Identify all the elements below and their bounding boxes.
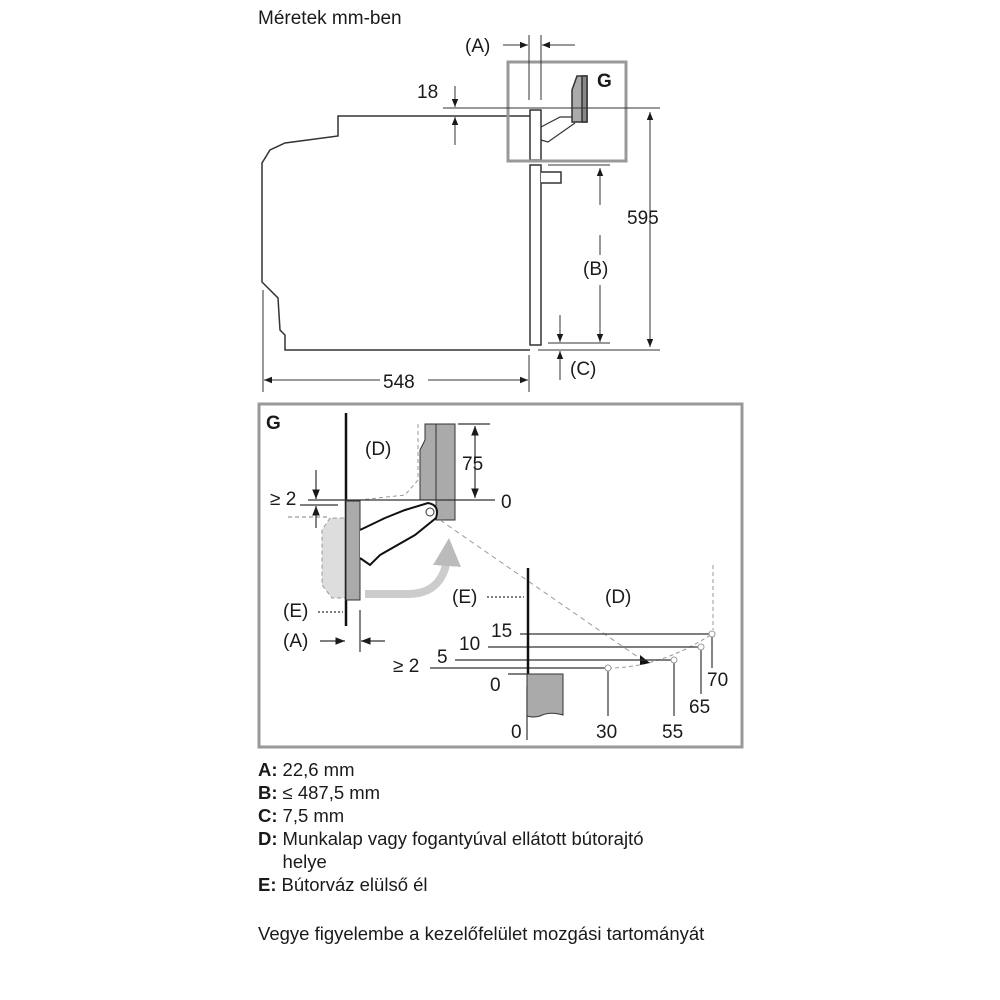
label-A-left: (A) — [283, 631, 308, 652]
dim-ge2-left: ≥ 2 — [270, 489, 296, 510]
label-B: (B) — [583, 259, 608, 280]
door-handle — [541, 171, 562, 184]
y-label-5: 5 — [437, 647, 448, 668]
dim-75: 75 — [462, 454, 483, 475]
x-label-0: 0 — [511, 722, 522, 743]
hinge-arm — [359, 501, 438, 567]
zero-top: 0 — [501, 492, 512, 513]
y-label-10: 10 — [459, 634, 480, 655]
legend-text: ≤ 487,5 mm — [282, 782, 381, 803]
y-label-15: 15 — [491, 621, 512, 642]
oven-side-view — [261, 75, 588, 351]
label-D-right: (D) — [605, 587, 631, 608]
label-C: (C) — [570, 359, 596, 380]
label-E-right: (E) — [452, 587, 477, 608]
legend-text: 22,6 mm — [282, 759, 355, 780]
legend-item: B:≤ 487,5 mm — [258, 781, 653, 804]
detail-G-title: G — [266, 413, 281, 434]
panel-shadow — [321, 517, 347, 599]
x-label-65: 65 — [689, 697, 710, 718]
detail-G-marker-box — [506, 60, 628, 163]
label-E-left: (E) — [283, 601, 308, 622]
dim-548: 548 — [383, 372, 415, 393]
label-D-top: (D) — [365, 439, 391, 460]
legend-key: A: — [258, 759, 278, 780]
legend-item: A:22,6 mm — [258, 758, 653, 781]
detail-G-marker-label: G — [597, 71, 612, 92]
gray-move-arrow — [365, 538, 461, 598]
dim-595: 595 — [627, 208, 659, 229]
detail-G-drawing — [288, 413, 716, 740]
control-panel-raised — [419, 423, 437, 501]
x-label-30: 30 — [596, 722, 617, 743]
x-label-55: 55 — [662, 722, 683, 743]
detail-G-frame — [257, 402, 744, 749]
legend-text: 7,5 mm — [282, 805, 345, 826]
control-panel-lowered — [345, 500, 361, 601]
label-A-top: (A) — [465, 36, 490, 57]
y-label-ge2: ≥ 2 — [393, 656, 419, 677]
legend-item: C:7,5 mm — [258, 804, 653, 827]
legend: A:22,6 mm B:≤ 487,5 mm C:7,5 mm D:Munkal… — [258, 758, 653, 896]
door-panel — [529, 109, 542, 161]
cabinet-block — [526, 673, 564, 718]
legend-key: B: — [258, 782, 278, 803]
legend-text: Munkalap vagy fogantyúval ellátott bútor… — [282, 828, 644, 872]
legend-key: C: — [258, 805, 278, 826]
legend-key: D: — [258, 828, 278, 849]
control-panel-arm — [540, 116, 576, 143]
x-label-70: 70 — [707, 670, 728, 691]
page-title: Méretek mm-ben — [258, 8, 402, 29]
dim-18: 18 — [417, 82, 438, 103]
oven-body-outline — [261, 115, 530, 351]
legend-key: E: — [258, 874, 277, 895]
y-label-0: 0 — [490, 675, 501, 696]
pivot-point — [425, 507, 435, 517]
legend-text: Bútorváz elülső él — [281, 874, 428, 895]
legend-item: D:Munkalap vagy fogantyúval ellátott bút… — [258, 827, 653, 873]
legend-item: E:Bútorváz elülső él — [258, 873, 653, 896]
note: Vegye figyelembe a kezelőfelület mozgási… — [258, 923, 705, 944]
door-panel-lower — [529, 164, 542, 346]
